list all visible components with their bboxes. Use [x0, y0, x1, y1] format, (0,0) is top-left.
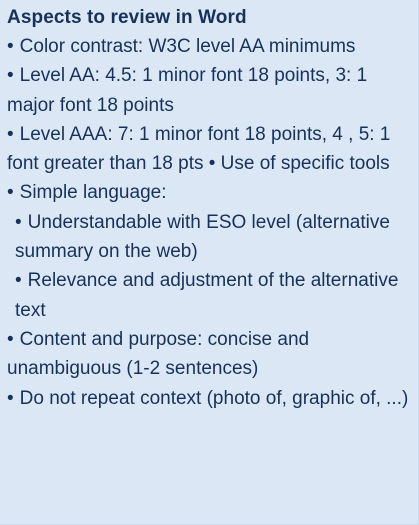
list-item: •Simple language: [7, 178, 414, 207]
list-item-text: Do not repeat context (photo of, graphic… [19, 387, 409, 409]
list-item: •Level AA: 4.5: 1 minor font 18 points, … [7, 61, 414, 120]
list-item: •Color contrast: W3C level AA minimums [7, 32, 414, 61]
list-item-text: Level AA: 4.5: 1 minor font 18 points, 3… [7, 65, 368, 116]
list-item: •Level AAA: 7: 1 minor font 18 points, 4… [7, 120, 414, 179]
bullet-icon: • [7, 123, 14, 145]
list-item-text: Understandable with ESO level (alternati… [15, 211, 390, 263]
bullet-icon: • [7, 328, 14, 350]
bullet-icon: • [7, 65, 14, 87]
bullet-icon: • [7, 182, 14, 204]
list-item-text: Level AAA: 7: 1 minor font 18 points, 4 … [7, 123, 391, 175]
bullet-icon: • [15, 270, 22, 292]
list-item: •Understandable with ESO level (alternat… [7, 208, 414, 267]
list-item-text: Simple language: [19, 182, 167, 204]
bullet-icon: • [7, 36, 14, 57]
list-item-text: Relevance and adjustment of the alternat… [15, 270, 399, 321]
bullet-icon: • [15, 211, 22, 233]
list-item: •Relevance and adjustment of the alterna… [7, 266, 414, 325]
review-list: •Color contrast: W3C level AA minimums •… [7, 32, 414, 413]
bullet-icon: • [7, 387, 14, 409]
list-item: •Do not repeat context (photo of, graphi… [7, 384, 414, 413]
panel-title: Aspects to review in Word [7, 7, 247, 28]
list-item: •Content and purpose: concise and unambi… [7, 325, 414, 384]
list-item-text: Color contrast: W3C level AA minimums [19, 36, 356, 57]
list-item-text: Content and purpose: concise and unambig… [7, 328, 310, 380]
